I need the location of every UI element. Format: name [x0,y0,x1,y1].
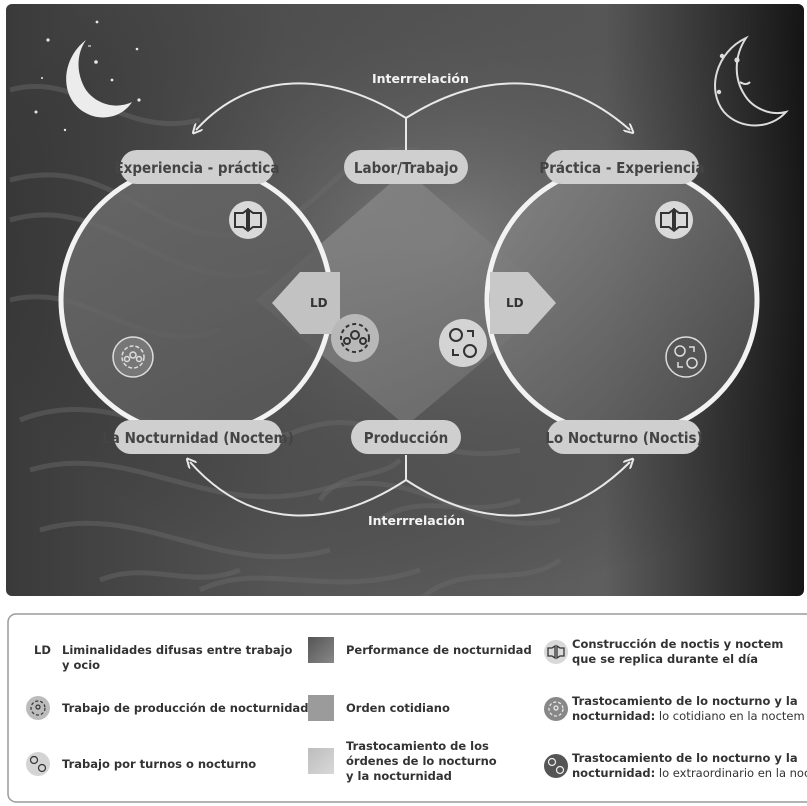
legend-ld-line2: y ocio [62,658,100,672]
gear-team-icon [331,314,379,362]
legend-ld-symbol: LD [34,643,51,657]
gear-team-icon [112,336,154,378]
node-experiencia-practica: Experiencia - práctica [114,150,280,184]
legend: LD Liminalidades difusas entre trabajo y… [7,613,807,803]
mirror-icon [544,640,568,664]
legend-trast-line3: y la nocturnidad [346,769,452,783]
shift-swap-icon [439,319,487,367]
legend-shifts-label: Trabajo por turnos o nocturno [62,757,256,771]
top-interrelation-arrows [196,82,630,150]
crescent-moon-icon [66,40,132,118]
legend-trast-line2: órdenes de lo nocturno [346,754,497,768]
gear-team-icon [544,697,568,721]
ld-marker-left: LD [272,272,340,334]
legend-ld-line1: Liminalidades difusas entre trabajo [62,643,293,657]
ld-right-label: LD [506,296,524,310]
bottom-arrow-label: Interrrelación [368,513,465,528]
legend-extra-line1: Trastocamiento de lo nocturno y la [572,751,798,765]
legend-performance-label: Performance de nocturnidad [346,643,532,657]
legend-cotidiano-line2: nocturnidad: lo cotidiano en la noctem [572,709,805,723]
shift-swap-icon [544,754,568,778]
ld-marker-right: LD [490,272,556,334]
orden-swatch [308,695,334,721]
legend-extra-line2: nocturnidad: lo extraordinario en la noc… [572,766,807,780]
mirror-icon [655,201,693,239]
node-label: Lo Nocturno (Noctis) [545,429,702,447]
shift-swap-icon [665,336,707,378]
mirror-icon [229,201,267,239]
node-produccion: Producción [351,420,461,454]
bottom-interrelation-arrows [190,455,630,517]
legend-extra-bold: nocturnidad: [572,766,655,780]
center-diamond [256,170,556,426]
trastocamiento-swatch [308,748,334,774]
node-practica-experiencia: Práctica - Experiencia [539,150,705,184]
gear-team-icon [26,696,50,720]
legend-orden-label: Orden cotidiano [346,701,450,715]
node-lo-nocturno: Lo Nocturno (Noctis) [545,420,703,454]
stars [34,20,141,132]
legend-construccion-line2: que se replica durante el día [572,652,758,666]
legend-construccion-line1: Construcción de noctis y noctem [572,637,783,651]
node-label: Experiencia - práctica [114,159,279,177]
shift-swap-icon [26,752,50,776]
node-label: Labor/Trabajo [354,159,458,177]
legend-production-label: Trabajo de producción de nocturnidad [62,701,308,715]
legend-extra-rest: lo extraordinario en la noctis [655,766,807,780]
node-la-nocturnidad: La Nocturnidad (Noctem) [102,420,294,454]
node-label: Producción [364,429,449,447]
legend-cotidiano-bold: nocturnidad: [572,709,655,723]
node-label: La Nocturnidad (Noctem) [102,429,294,447]
top-arrow-label: Interrrelación [372,71,469,86]
node-label: Práctica - Experiencia [539,159,704,177]
performance-swatch [308,637,334,663]
moon-face-icon [714,35,789,127]
legend-trast-line1: Trastocamiento de los [346,739,489,753]
legend-cotidiano-line1: Trastocamiento de lo nocturno y la [572,694,798,708]
node-labor-trabajo: Labor/Trabajo [344,150,468,184]
ld-left-label: LD [310,296,328,310]
legend-cotidiano-rest: lo cotidiano en la noctem [655,709,804,723]
